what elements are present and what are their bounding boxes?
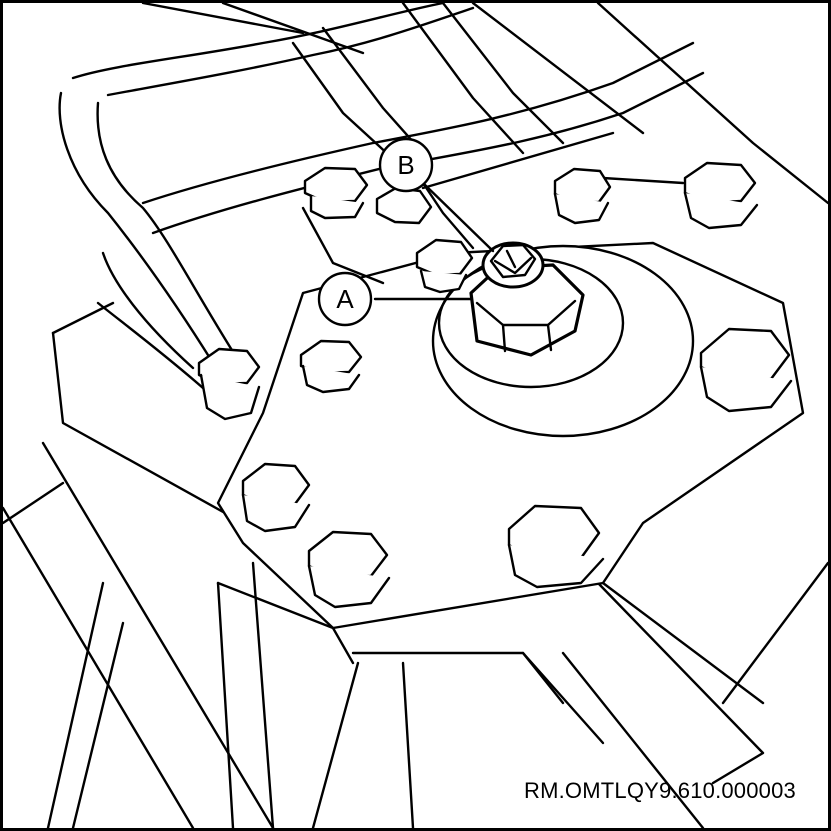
hex-bolt bbox=[307, 530, 391, 609]
bleeder-nut bbox=[469, 263, 585, 357]
hex-bolt bbox=[303, 166, 369, 220]
upper-bracket bbox=[291, 3, 685, 285]
bleeder-screw bbox=[481, 241, 545, 289]
callout-b: B bbox=[378, 137, 434, 193]
hex-bolt bbox=[375, 186, 433, 225]
callout-a: A bbox=[317, 271, 373, 327]
leader-lines bbox=[373, 181, 495, 301]
reference-code: RM.OMTLQY9.610.000003 bbox=[523, 778, 796, 803]
hex-bolt bbox=[507, 504, 605, 589]
callout-b-label: B bbox=[397, 150, 414, 180]
bent-pipe bbox=[58, 3, 705, 390]
hex-bolt bbox=[553, 167, 612, 225]
hex-bolt bbox=[415, 238, 474, 294]
technical-illustration: A B bbox=[3, 3, 828, 828]
hex-bolts bbox=[197, 161, 793, 609]
hex-bolt bbox=[699, 327, 793, 413]
leader-line-b bbox=[421, 181, 495, 253]
hex-bolt bbox=[683, 161, 759, 230]
frame-members bbox=[3, 3, 828, 828]
hex-bolt bbox=[241, 462, 311, 533]
hex-bolt bbox=[197, 347, 261, 421]
callout-a-label: A bbox=[336, 284, 354, 314]
hex-bolt bbox=[299, 339, 363, 394]
